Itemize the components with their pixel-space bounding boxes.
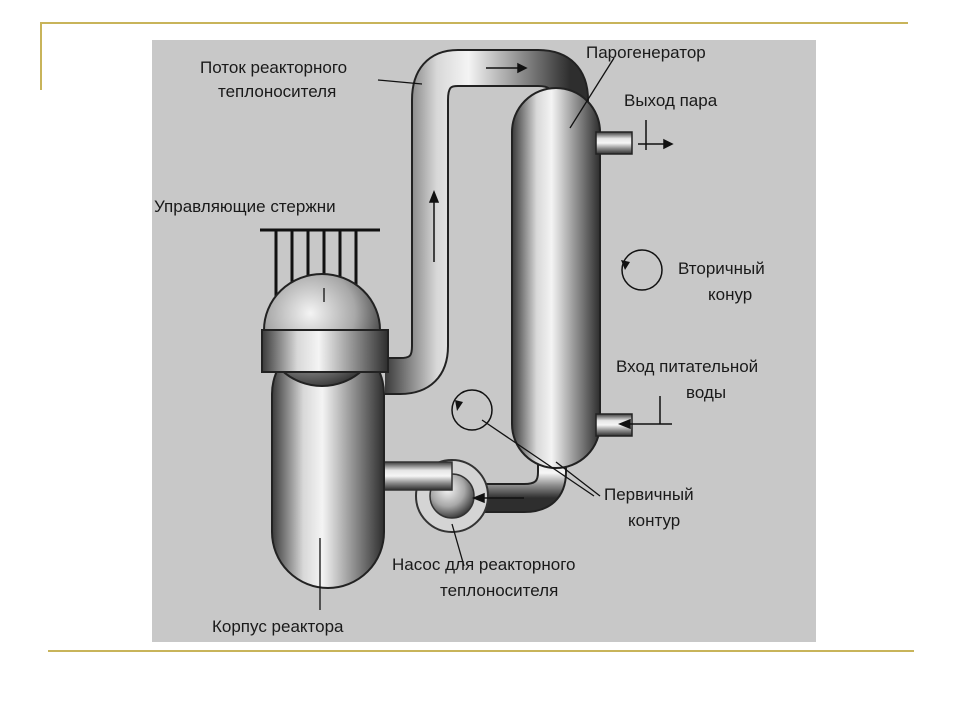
flow-arrows xyxy=(428,62,674,504)
label-steam-out: Выход пара xyxy=(624,91,718,110)
reactor-diagram: Поток реакторного теплоносителя Парогене… xyxy=(154,43,765,636)
label-pump-1: Насос для реакторного xyxy=(392,555,576,574)
bottom-rule xyxy=(48,650,914,652)
label-feedwater-in-2: воды xyxy=(686,383,726,402)
label-coolant-flow-2: теплоносителя xyxy=(218,82,336,101)
top-rule xyxy=(40,22,908,24)
left-rule xyxy=(40,22,42,90)
label-coolant-flow-1: Поток реакторного xyxy=(200,58,347,77)
label-pump-2: теплоносителя xyxy=(440,581,558,600)
diagram-panel: Поток реакторного теплоносителя Парогене… xyxy=(152,40,816,642)
label-secondary-loop-1: Вторичный xyxy=(678,259,765,278)
steam-generator xyxy=(511,87,633,469)
label-control-rods: Управляющие стержни xyxy=(154,197,336,216)
secondary-loop-symbol xyxy=(621,249,663,291)
label-steam-generator: Парогенератор xyxy=(586,43,706,62)
label-primary-loop-2: контур xyxy=(628,511,680,530)
cold-leg-pipe xyxy=(442,448,567,513)
label-secondary-loop-2: конур xyxy=(708,285,752,304)
primary-loop-symbol xyxy=(451,389,493,431)
leader-lines xyxy=(319,57,615,610)
reactor-vessel xyxy=(261,273,389,589)
label-vessel: Корпус реактора xyxy=(212,617,344,636)
label-feedwater-in-1: Вход питательной xyxy=(616,357,758,376)
hot-leg-pipe xyxy=(381,49,589,395)
label-primary-loop-1: Первичный xyxy=(604,485,694,504)
